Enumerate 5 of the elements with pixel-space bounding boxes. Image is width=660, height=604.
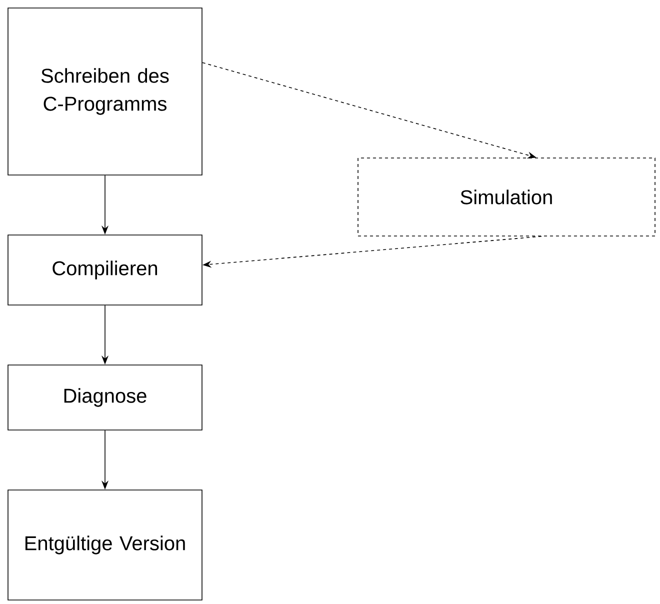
process-box: Compilieren bbox=[8, 234, 202, 306]
process-box: Diagnose bbox=[8, 364, 202, 430]
process-box: Schreiben des C-Programms bbox=[8, 8, 202, 176]
process-box: Entgültige Version bbox=[8, 490, 202, 600]
process-box: Simulation bbox=[358, 158, 656, 236]
